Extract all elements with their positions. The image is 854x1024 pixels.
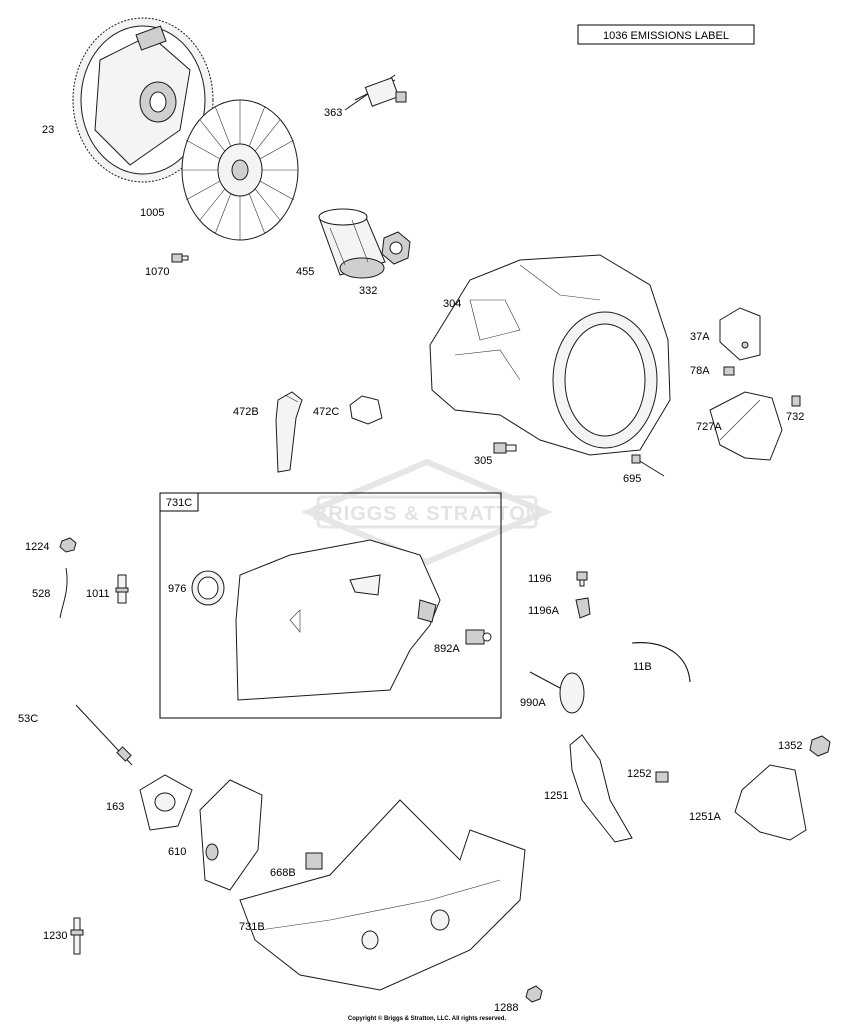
emissions-label-text: 1036 EMISSIONS LABEL — [603, 30, 729, 42]
part-53c-rod — [75, 704, 133, 766]
label-363: 363 — [324, 107, 342, 119]
part-1005-fan — [181, 99, 299, 241]
part-892a-switch — [465, 629, 492, 645]
part-1252-screw — [655, 771, 669, 783]
part-1230-stud — [70, 917, 84, 955]
label-1196a: 1196A — [528, 605, 560, 617]
part-1352-nut — [809, 735, 831, 757]
part-1288-nut — [525, 985, 543, 1003]
part-305-bolt — [493, 442, 517, 454]
part-976-cap — [191, 570, 225, 606]
label-727a: 727A — [696, 421, 722, 433]
label-976: 976 — [168, 583, 186, 595]
label-1224: 1224 — [25, 541, 49, 553]
part-11b-hose — [631, 642, 691, 683]
part-163-gasket — [139, 774, 193, 831]
label-1196: 1196 — [528, 573, 552, 585]
label-78a: 78A — [690, 365, 710, 377]
label-1252: 1252 — [627, 768, 651, 780]
label-610: 610 — [168, 846, 186, 858]
label-332: 332 — [359, 285, 377, 297]
part-labels: 23 1005 1070 363 455 332 304 37A 78A 732… — [18, 107, 804, 1014]
watermark: BRIGGS & STRATTON — [301, 458, 553, 566]
part-1224-nut — [59, 537, 77, 553]
label-472b: 472B — [233, 406, 259, 418]
part-695-bolt — [631, 454, 665, 477]
part-78a-screw — [723, 366, 735, 376]
label-1070: 1070 — [145, 266, 169, 278]
label-163: 163 — [106, 801, 124, 813]
label-305: 305 — [474, 455, 492, 467]
part-1251-bracket — [569, 734, 633, 843]
part-304-blower-housing — [429, 254, 671, 456]
label-668b: 668B — [270, 867, 296, 879]
part-668b-spacer — [305, 852, 323, 870]
part-528-tube — [59, 567, 68, 619]
emissions-label-box: 1036 EMISSIONS LABEL — [577, 24, 755, 45]
part-610-guard — [199, 779, 263, 891]
label-1251: 1251 — [544, 790, 568, 802]
label-1251a: 1251A — [689, 811, 721, 823]
part-1011-fitting — [115, 574, 129, 604]
part-1196a-knob — [575, 597, 591, 619]
watermark-text: BRIGGS & STRATTON — [313, 503, 541, 525]
label-695: 695 — [623, 473, 641, 485]
part-363-bracket — [344, 74, 407, 111]
label-990a: 990A — [520, 697, 546, 709]
label-1230: 1230 — [43, 930, 67, 942]
part-731b-shroud — [239, 799, 526, 991]
label-732: 732 — [786, 411, 804, 423]
label-1288: 1288 — [494, 1002, 518, 1014]
part-990a-knob — [529, 671, 585, 714]
label-731b: 731B — [239, 921, 265, 933]
copyright-text: Copyright © Briggs & Stratton, LLC. All … — [348, 1015, 507, 1022]
label-472c: 472C — [313, 406, 339, 418]
part-727a-cover — [709, 391, 783, 461]
part-472c-knob — [349, 395, 383, 425]
label-1005: 1005 — [140, 207, 164, 219]
part-1251a-bracket — [734, 764, 807, 841]
label-455: 455 — [296, 266, 314, 278]
label-37a: 37A — [690, 331, 710, 343]
part-1070-bolt — [171, 253, 189, 263]
label-53c: 53C — [18, 713, 38, 725]
label-23: 23 — [42, 124, 54, 136]
inset-box-label: 731C — [166, 497, 192, 509]
label-892a: 892A — [434, 643, 460, 655]
part-731c-shroud — [235, 539, 441, 701]
part-37a-plate — [719, 307, 761, 361]
part-455-cup — [318, 208, 386, 279]
label-1011: 1011 — [86, 588, 110, 600]
part-472b-lever — [275, 391, 303, 473]
part-732-screw — [791, 395, 801, 407]
label-304: 304 — [443, 298, 461, 310]
label-11b: 11B — [633, 661, 652, 673]
part-23-flywheel — [72, 17, 214, 183]
label-1352: 1352 — [778, 740, 802, 752]
inset-box-731c: 731C — [159, 492, 502, 719]
part-332-nut — [381, 231, 411, 265]
part-1196-screw — [576, 571, 588, 587]
label-528: 528 — [32, 588, 50, 600]
